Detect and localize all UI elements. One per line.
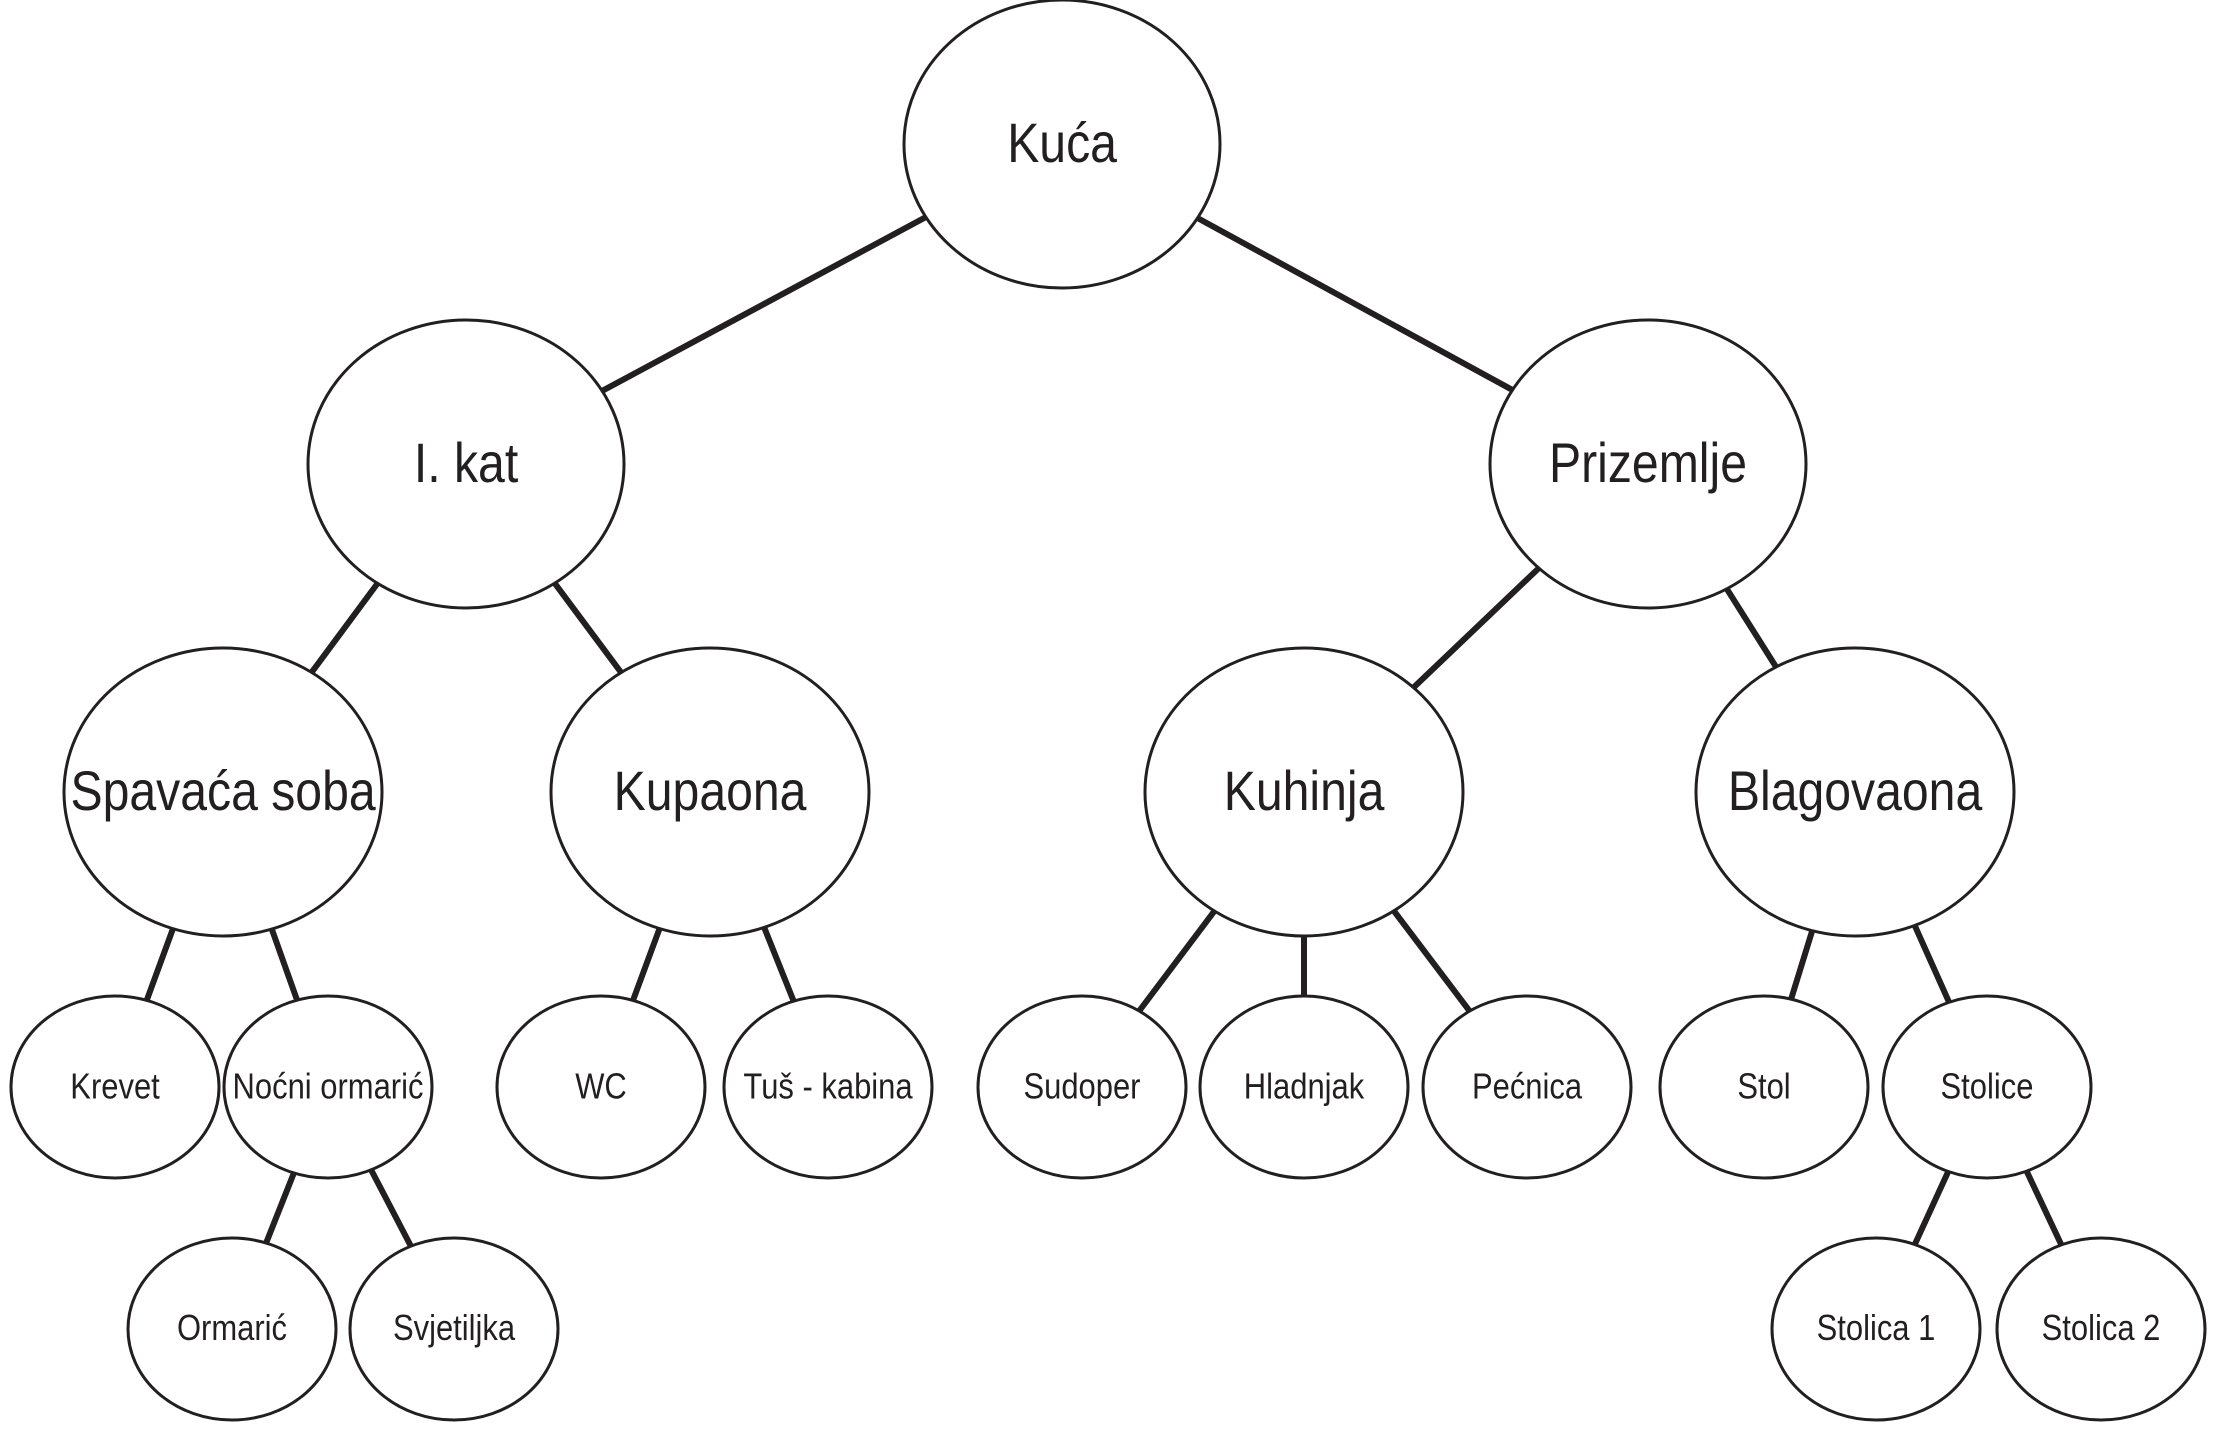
node-label-stolica-2: Stolica 2	[2042, 1309, 2161, 1349]
node-ellipse-svjetiljka	[348, 1236, 560, 1422]
node-ellipse-stolice	[1881, 994, 2093, 1180]
node-ellipse-kuca	[902, 0, 1222, 290]
node-tus-kabina: Tuš - kabina	[722, 994, 934, 1180]
node-label-krevet: Krevet	[70, 1067, 160, 1107]
node-ellipse-pecnica	[1421, 994, 1633, 1180]
node-blagovaona: Blagovaona	[1694, 646, 2016, 938]
node-label-stol: Stol	[1737, 1067, 1790, 1107]
node-nocni-ormaric: Noćni ormarić	[222, 994, 434, 1180]
node-ormaric: Ormarić	[126, 1236, 338, 1422]
node-ellipse-blagovaona	[1694, 646, 2016, 938]
node-label-prizemlje: Prizemlje	[1549, 433, 1747, 495]
node-hladnjak: Hladnjak	[1198, 994, 1410, 1180]
node-label-spavaca-soba: Spavaća soba	[70, 761, 376, 823]
node-svjetiljka: Svjetiljka	[348, 1236, 560, 1422]
node-krevet: Krevet	[9, 994, 221, 1180]
node-spavaca-soba: Spavaća soba	[62, 646, 384, 938]
node-wc: WC	[495, 994, 707, 1180]
node-label-stolica-1: Stolica 1	[1817, 1309, 1936, 1349]
node-ellipse-wc	[495, 994, 707, 1180]
node-ellipse-sudoper	[976, 994, 1188, 1180]
node-kuhinja: Kuhinja	[1143, 646, 1465, 938]
node-kupaona: Kupaona	[549, 646, 871, 938]
node-kuca: Kuća	[902, 0, 1222, 290]
node-stolica-1: Stolica 1	[1770, 1236, 1982, 1422]
node-stolice: Stolice	[1881, 994, 2093, 1180]
node-ellipse-nocni-ormaric	[222, 994, 434, 1180]
node-stolica-2: Stolica 2	[1995, 1236, 2207, 1422]
node-i-kat: I. kat	[306, 318, 626, 610]
node-label-wc: WC	[575, 1067, 627, 1107]
node-label-ormaric: Ormarić	[177, 1309, 287, 1349]
node-ellipse-i-kat	[306, 318, 626, 610]
node-ellipse-tus-kabina	[722, 994, 934, 1180]
node-ellipse-kuhinja	[1143, 646, 1465, 938]
node-label-kuca: Kuća	[1007, 113, 1118, 175]
node-label-pecnica: Pećnica	[1472, 1067, 1582, 1107]
node-ellipse-spavaca-soba	[62, 646, 384, 938]
node-label-svjetiljka: Svjetiljka	[393, 1309, 515, 1349]
node-pecnica: Pećnica	[1421, 994, 1633, 1180]
node-prizemlje: Prizemlje	[1488, 318, 1808, 610]
node-label-kupaona: Kupaona	[614, 761, 808, 823]
node-label-i-kat: I. kat	[414, 433, 519, 495]
node-label-blagovaona: Blagovaona	[1728, 761, 1983, 823]
node-ellipse-ormaric	[126, 1236, 338, 1422]
node-stol: Stol	[1658, 994, 1870, 1180]
node-label-kuhinja: Kuhinja	[1224, 761, 1386, 823]
node-ellipse-stol	[1658, 994, 1870, 1180]
node-ellipse-krevet	[9, 994, 221, 1180]
node-label-stolice: Stolice	[1941, 1067, 2034, 1107]
node-ellipse-stolica-1	[1770, 1236, 1982, 1422]
node-label-tus-kabina: Tuš - kabina	[743, 1067, 912, 1107]
node-label-sudoper: Sudoper	[1023, 1067, 1140, 1107]
node-sudoper: Sudoper	[976, 994, 1188, 1180]
node-ellipse-hladnjak	[1198, 994, 1410, 1180]
node-label-hladnjak: Hladnjak	[1244, 1067, 1365, 1107]
node-ellipse-prizemlje	[1488, 318, 1808, 610]
node-label-nocni-ormaric: Noćni ormarić	[233, 1067, 424, 1107]
node-ellipse-stolica-2	[1995, 1236, 2207, 1422]
node-ellipse-kupaona	[549, 646, 871, 938]
